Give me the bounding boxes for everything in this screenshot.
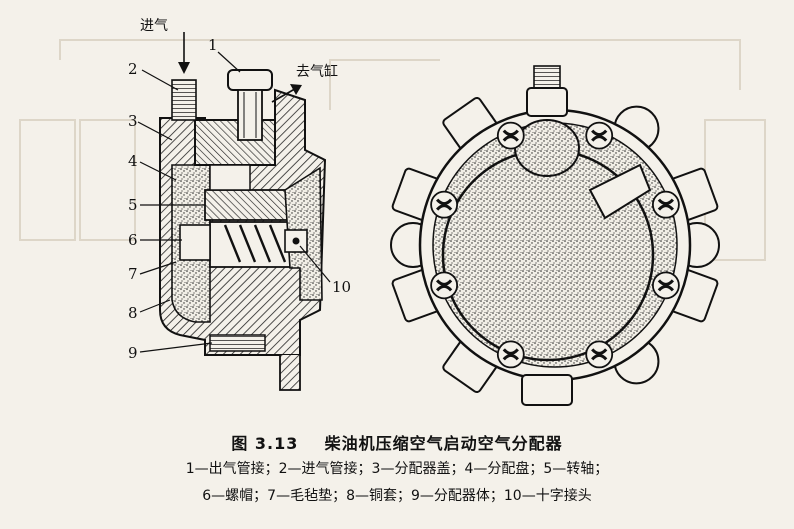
to-cylinder-label: 去气缸 [296, 63, 338, 80]
legend-line-2: 6—螺帽；7—毛毡垫；8—铜套；9—分配器体；10—十字接头 [202, 488, 592, 504]
figure-number: 图 3.13 [231, 434, 299, 453]
label-10: 10 [332, 278, 351, 296]
bolt-port-mark [502, 348, 519, 361]
inlet-fitting [171, 79, 197, 121]
label-8: 8 [128, 304, 138, 322]
bolt-port-mark [591, 129, 608, 142]
outlet-arrow [271, 84, 302, 103]
outlet-fitting-cap [227, 69, 273, 91]
label-1: 1 [208, 36, 218, 54]
nut [179, 224, 211, 261]
top-fitting [533, 65, 561, 89]
label-4: 4 [128, 152, 138, 170]
bolt-port-mark [502, 129, 519, 142]
section-view: 进气 去气缸 1 2 3 4 5 6 7 8 9 10 [128, 18, 351, 391]
bolt-port-mark [657, 198, 675, 211]
label-2: 2 [128, 60, 138, 78]
intake-arrow [178, 32, 190, 74]
intake-label: 进气 [140, 18, 168, 34]
label-6: 6 [128, 231, 138, 249]
label-7: 7 [128, 265, 138, 283]
background-ghost [19, 39, 766, 261]
figure-title: 柴油机压缩空气启动空气分配器 [324, 434, 563, 453]
outlet-fitting [237, 89, 263, 141]
bottom-fitting [521, 374, 573, 406]
top-view [390, 65, 720, 406]
distribution-slot [588, 163, 652, 220]
bolt-port-mark [657, 279, 675, 292]
distributor-disc [204, 189, 291, 221]
label-9: 9 [128, 344, 138, 362]
label-5: 5 [128, 196, 138, 214]
bolt-port-mark [591, 348, 608, 361]
bolt-port-mark [435, 198, 453, 211]
top-boss [514, 119, 580, 177]
base-bolt [209, 334, 266, 352]
bolt-port-mark [435, 279, 453, 292]
legend-line-1: 1—出气管接；2—进气管接；3—分配器盖；4—分配盘；5—转轴； [185, 461, 609, 477]
distributor-cover [194, 119, 276, 166]
label-3: 3 [128, 112, 138, 130]
figure-caption: 图 3.13 柴油机压缩空气启动空气分配器 [0, 430, 794, 454]
